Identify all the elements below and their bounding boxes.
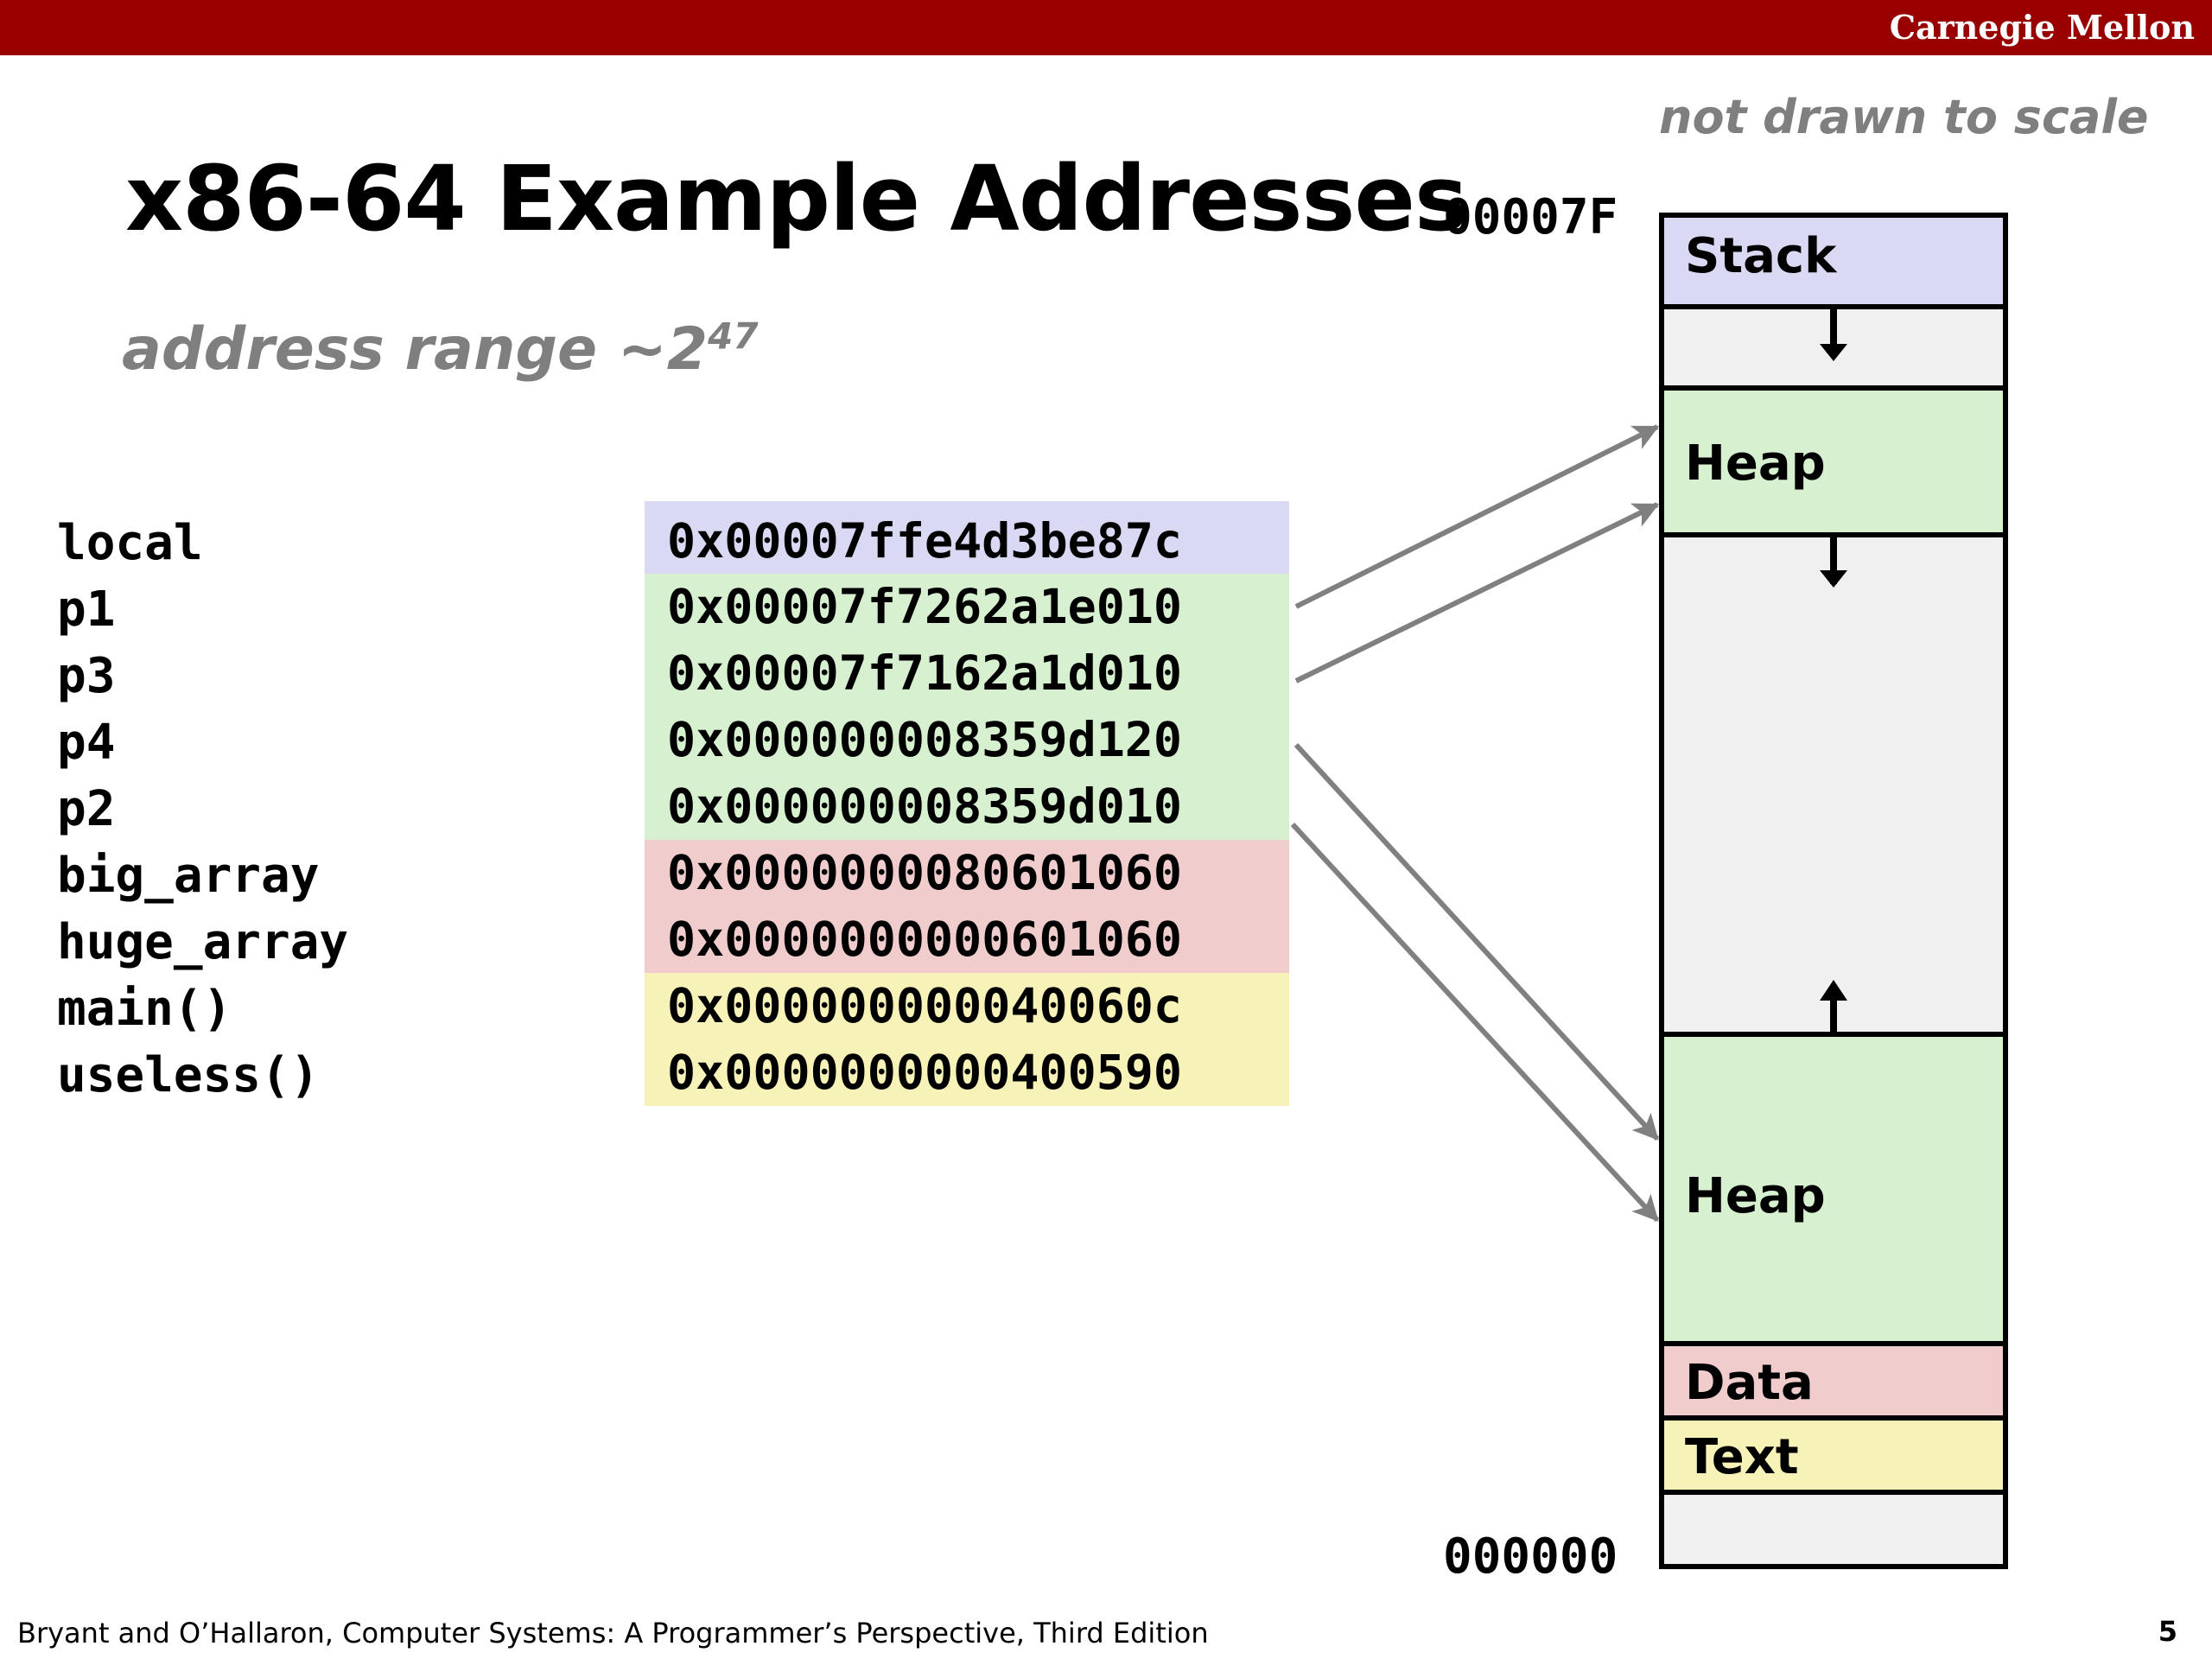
segment-text: Text <box>1659 1415 2008 1495</box>
footer-citation: Bryant and O’Hallaron, Computer Systems:… <box>17 1617 1209 1649</box>
segment-gap <box>1659 1490 2008 1569</box>
slide-subtitle: address range ~247 <box>122 311 759 389</box>
page-number: 5 <box>2158 1615 2177 1648</box>
segment-gap <box>1659 532 2008 1037</box>
header-bar: Carnegie Mellon <box>0 0 2212 55</box>
address-value: 0x0000000000400590 <box>645 1039 1289 1106</box>
up-arrow-icon <box>1820 980 1847 1035</box>
address-value: 0x00007f7262a1e010 <box>645 574 1289 640</box>
segment-label: Heap <box>1685 1168 1826 1224</box>
address-value: 0x000000008359d120 <box>645 707 1289 773</box>
address-value: 0x0000000000601060 <box>645 906 1289 973</box>
address-value: 0x000000008359d010 <box>645 773 1289 840</box>
segment-label: Heap <box>1685 435 1826 492</box>
variable-name: p3 <box>57 648 116 704</box>
bottom-address-label: 000000 <box>1443 1529 1618 1585</box>
variable-name: big_array <box>57 848 320 904</box>
segment-data: Data <box>1659 1341 2008 1421</box>
segment-label: Data <box>1685 1355 1814 1411</box>
address-value: 0x00007f7162a1d010 <box>645 640 1289 707</box>
brand-logo-text: Carnegie Mellon <box>1889 8 2195 47</box>
address-value: 0x0000000080601060 <box>645 840 1289 906</box>
arrow-p1-to-heap <box>1294 424 1660 609</box>
segment-label: Text <box>1685 1429 1799 1485</box>
address-value: 0x000000000040060c <box>645 973 1289 1039</box>
arrow-p2-to-heap <box>1290 822 1660 1223</box>
down-arrow-icon <box>1820 536 1847 588</box>
top-address-label: 00007F <box>1443 189 1618 245</box>
address-value: 0x00007ffe4d3be87c <box>645 501 1289 574</box>
segment-label: Stack <box>1685 228 1837 284</box>
variable-name: p2 <box>57 781 116 837</box>
arrow-p4-to-heap <box>1294 742 1660 1141</box>
subtitle-text: address range ~2 <box>122 315 709 384</box>
variable-names-list: local p1 p3 p4 p2 big_array huge_array m… <box>57 510 575 1109</box>
variable-name: main() <box>57 981 232 1037</box>
subtitle-exponent: 47 <box>708 315 759 358</box>
down-arrow-icon <box>1820 308 1847 361</box>
slide-title: x86-64 Example Addresses <box>125 146 1468 251</box>
variable-name: p1 <box>57 582 116 638</box>
scale-note: not drawn to scale <box>1659 90 2149 144</box>
arrow-p3-to-heap <box>1294 502 1660 683</box>
segment-heap-upper: Heap <box>1659 385 2008 537</box>
address-list: 0x00007ffe4d3be87c 0x00007f7262a1e010 0x… <box>645 501 1289 1106</box>
variable-name: huge_array <box>57 914 349 970</box>
variable-name: useless() <box>57 1047 320 1103</box>
variable-name: local <box>57 515 203 571</box>
variable-name: p4 <box>57 715 116 771</box>
